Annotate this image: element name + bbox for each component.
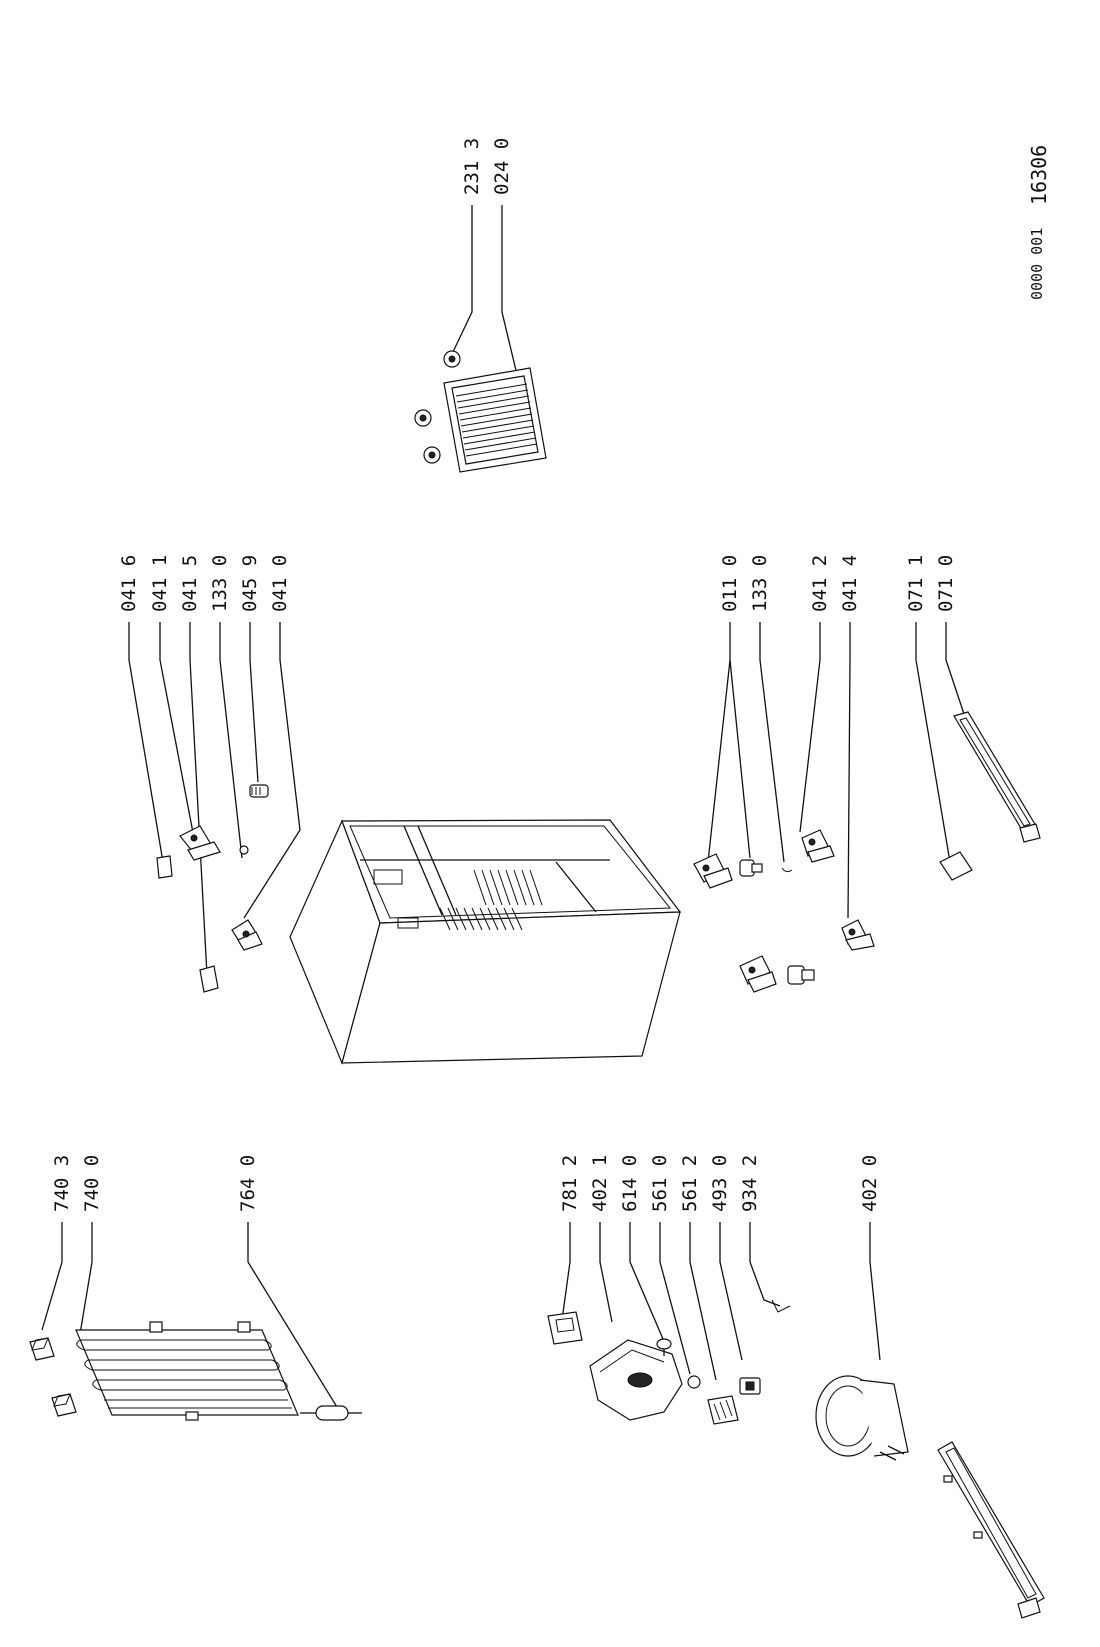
part-label: 764 0 [237, 1155, 259, 1212]
part-label: 133 0 [209, 555, 231, 612]
label-group-lower-hinge: 011 0 133 0 041 2 041 4 071 1 071 0 [707, 555, 967, 919]
label-group-condenser: 740 3 740 0 764 0 [41, 1155, 341, 1413]
part-label: 402 0 [859, 1155, 881, 1212]
part-label: 041 1 [149, 555, 171, 612]
part-label: 045 9 [239, 555, 261, 612]
condenser-part [75, 1321, 299, 1421]
compressor-electric-parts [547, 1299, 791, 1425]
condenser-blocks [29, 1337, 77, 1417]
part-label: 740 3 [51, 1155, 73, 1212]
door-trim-parts [939, 711, 1041, 881]
part-label: 041 4 [839, 555, 861, 612]
shelf-part [443, 367, 547, 473]
part-label: 041 5 [179, 555, 201, 612]
part-label: 614 0 [619, 1155, 641, 1212]
cabinet-body [289, 819, 682, 1065]
label-group-compressor: 781 2 402 1 614 0 561 0 561 2 493 0 934 … [559, 1155, 881, 1381]
drier-filter-part [300, 1405, 362, 1421]
base-plate-part [937, 1441, 1045, 1619]
part-label: 934 2 [739, 1155, 761, 1212]
label-group-shelf: 231 3 024 0 [451, 138, 525, 405]
part-label: 493 0 [709, 1155, 731, 1212]
part-label: 041 6 [118, 555, 140, 612]
compressor-part [815, 1375, 909, 1461]
part-label: 740 0 [81, 1155, 103, 1212]
part-label: 041 2 [809, 555, 831, 612]
drawing-ref-prefix: 0000 001 [1028, 228, 1046, 300]
part-label: 402 1 [589, 1155, 611, 1212]
part-label: 561 2 [679, 1155, 701, 1212]
part-label: 024 0 [491, 138, 513, 195]
shelf-clip [414, 350, 461, 464]
part-label: 011 0 [719, 555, 741, 612]
part-label: 561 0 [649, 1155, 671, 1212]
part-label: 231 3 [461, 138, 483, 195]
drawing-ref-number: 16306 [1027, 145, 1051, 205]
label-group-upper-hinge: 041 6 041 1 041 5 133 0 045 9 041 0 [118, 555, 301, 976]
lower-hinge-parts [693, 829, 875, 993]
upper-hinge-parts [156, 784, 269, 993]
evaporator-grid [439, 869, 543, 931]
part-label: 781 2 [559, 1155, 581, 1212]
part-label: 071 1 [905, 555, 927, 612]
part-label: 071 0 [935, 555, 957, 612]
part-label: 041 0 [269, 555, 291, 612]
part-label: 133 0 [749, 555, 771, 612]
